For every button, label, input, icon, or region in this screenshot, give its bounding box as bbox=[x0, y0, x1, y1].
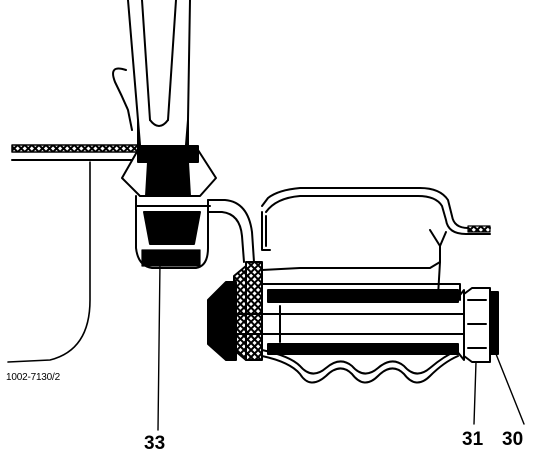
through-bolt bbox=[209, 305, 469, 343]
upper-rubber-mount bbox=[121, 145, 217, 197]
body-housing bbox=[261, 187, 491, 297]
callout-33: 33 bbox=[144, 433, 166, 454]
bracket-plate bbox=[207, 261, 441, 361]
drawing-reference-code: 1002-7130/2 bbox=[6, 372, 60, 383]
link-rod bbox=[207, 199, 255, 263]
leader-lines bbox=[157, 261, 525, 431]
lower-rubber-mount bbox=[135, 195, 211, 269]
boundary-outline bbox=[7, 161, 91, 363]
fork-strut bbox=[112, 0, 191, 149]
callout-30: 30 bbox=[502, 429, 524, 450]
crossmember bbox=[11, 144, 139, 161]
callout-31: 31 bbox=[462, 429, 484, 450]
bushing-assembly bbox=[261, 283, 465, 384]
nut-and-washer bbox=[463, 287, 499, 363]
